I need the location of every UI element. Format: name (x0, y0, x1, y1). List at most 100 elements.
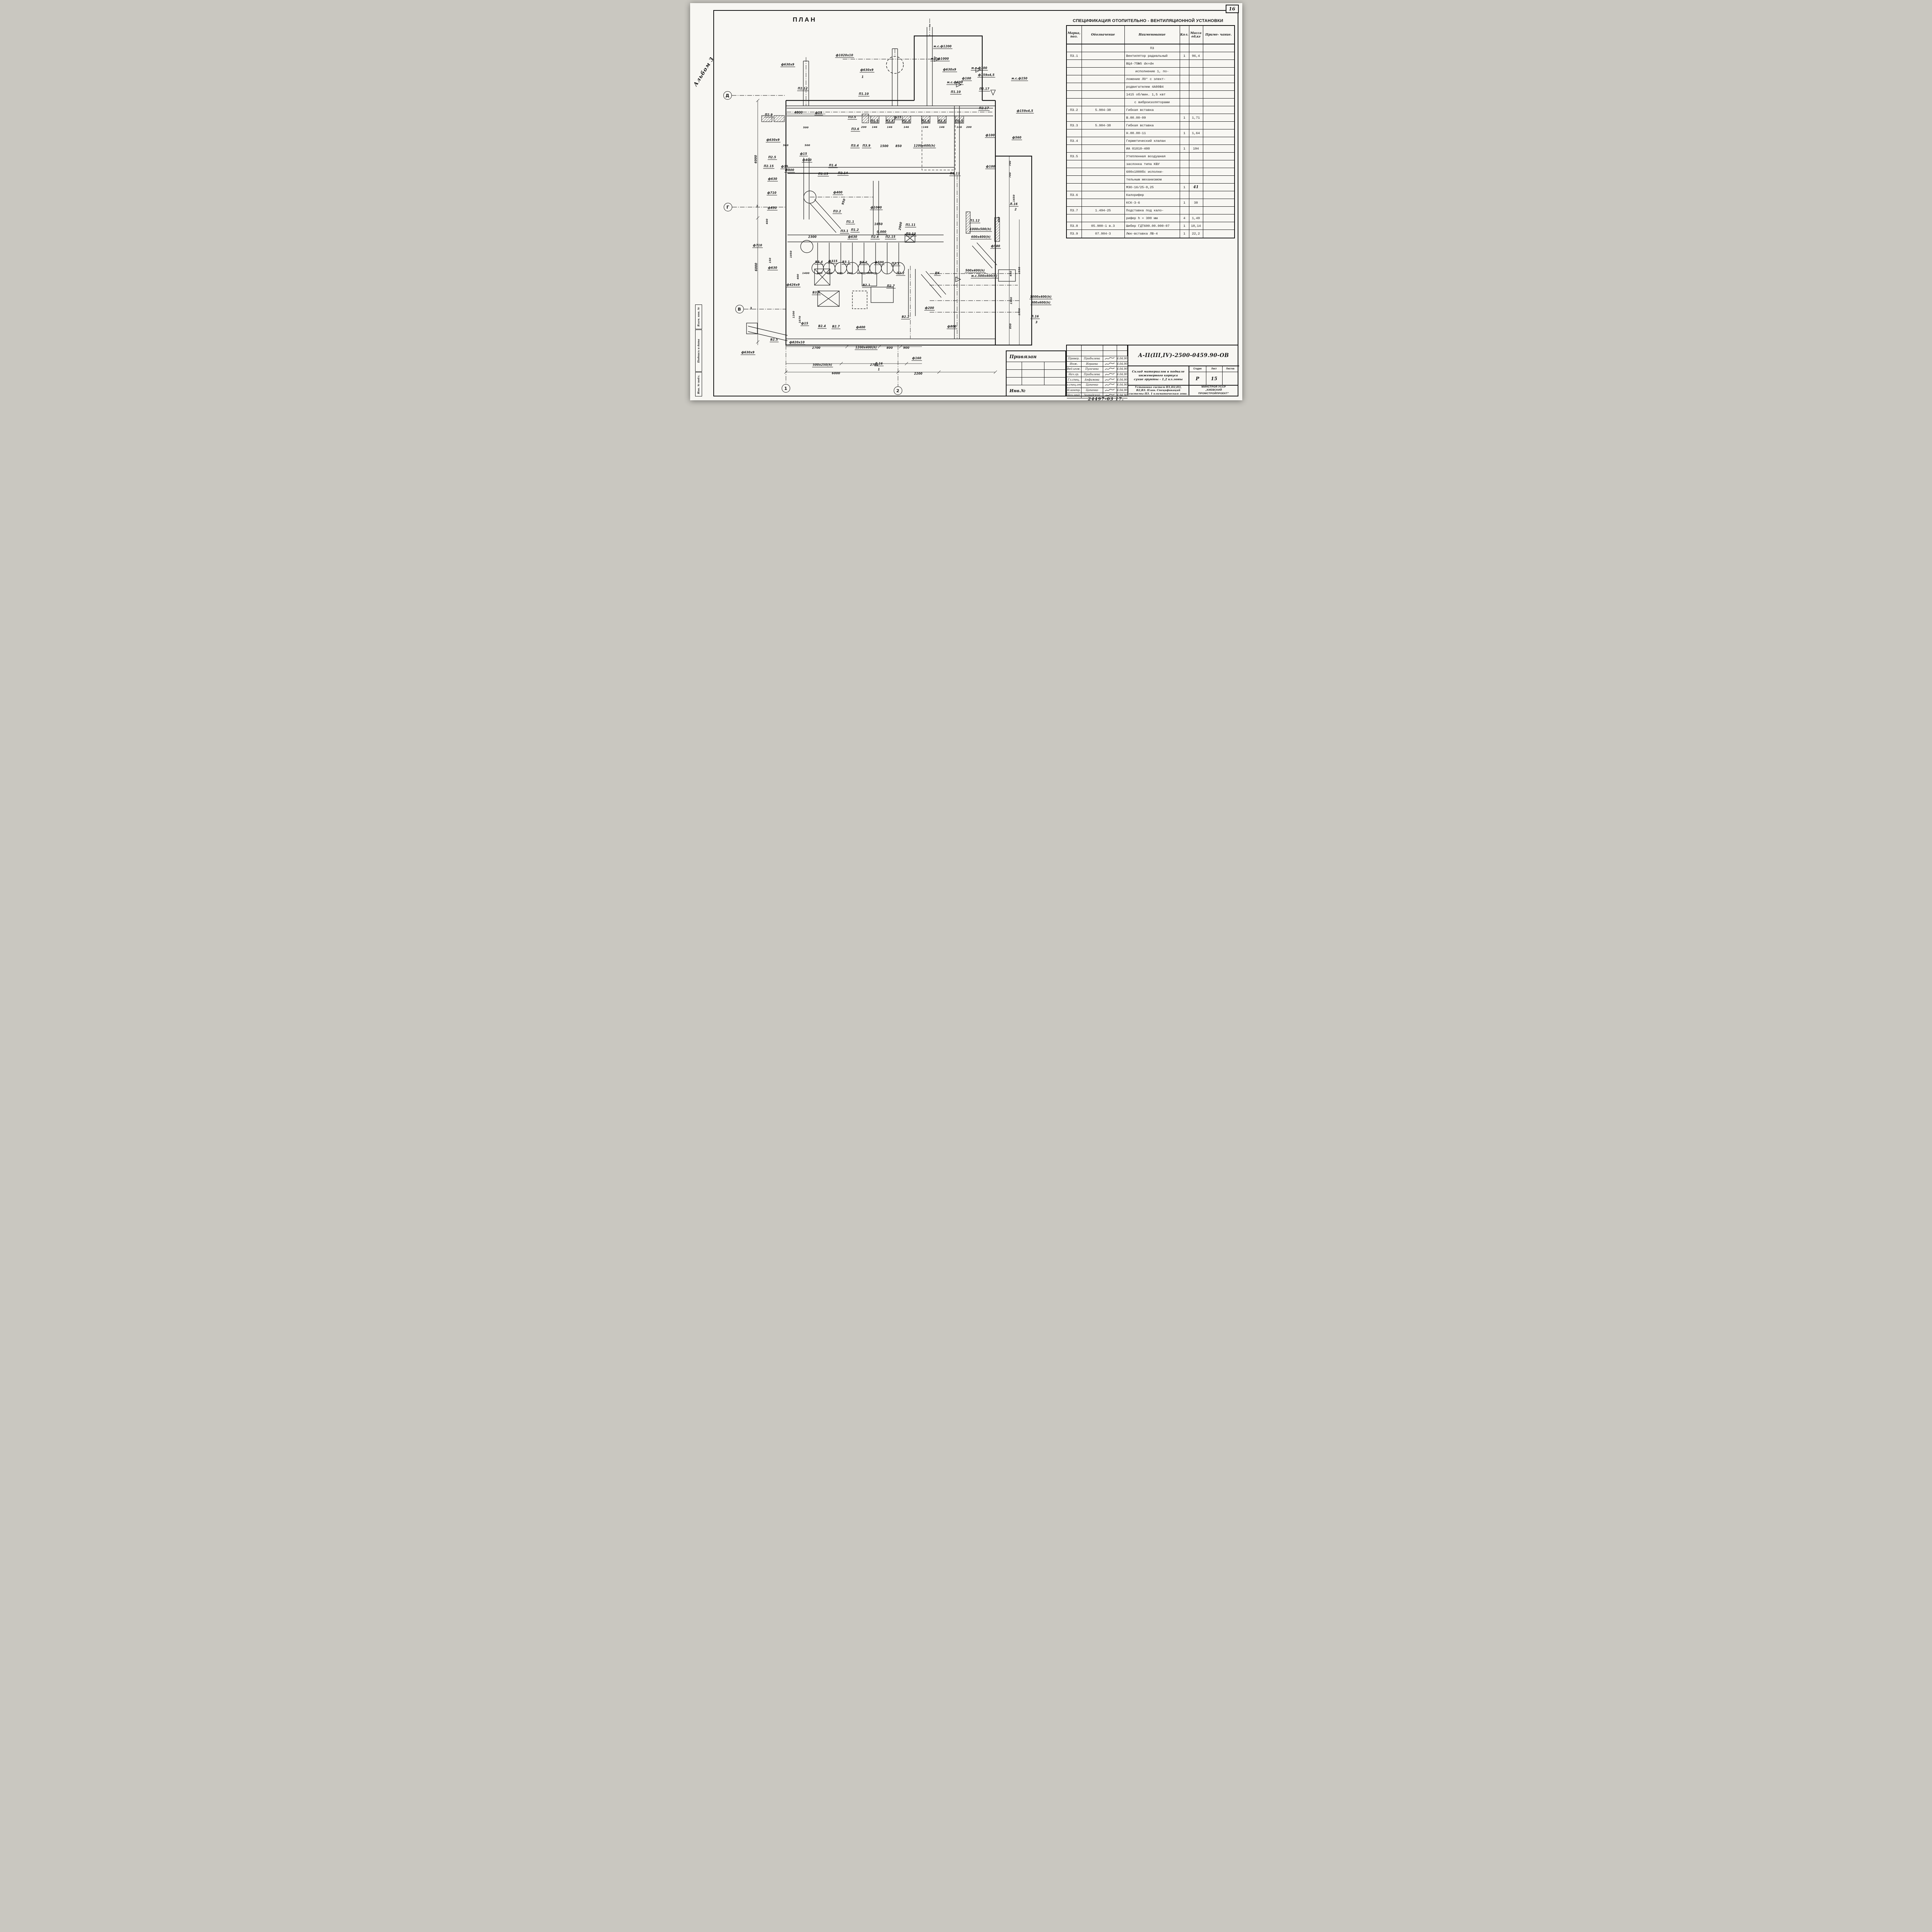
spec-cell-k (1180, 68, 1189, 75)
plan-label: ф400 (801, 158, 813, 163)
spec-cell-m (1066, 129, 1082, 137)
spec-cell-n: Калорифер (1124, 191, 1180, 199)
spec-cell-p (1203, 44, 1234, 52)
spec-cell-p (1203, 114, 1234, 122)
approval-date: 6.04.90 (1117, 362, 1128, 366)
approval-date: 6.04.90 (1117, 383, 1128, 387)
spec-col-ref: Обозначение (1082, 26, 1125, 44)
spec-cell-w (1189, 176, 1203, 184)
spec-cell-n: Вентилятор радиальный (1124, 52, 1180, 60)
spec-cell-p (1203, 68, 1234, 75)
spec-cell-n: Утепленная воздушная (1124, 153, 1180, 160)
spec-cell-o (1082, 176, 1125, 184)
spec-col-note: Приме- чание. (1205, 32, 1232, 37)
plan-label: 2200 (914, 372, 923, 376)
spec-cell-k: 1 (1180, 199, 1189, 207)
spec-cell-p (1203, 91, 1234, 99)
spec-cell-n: ВЦ4-75№5 dк=dн (1124, 60, 1180, 68)
spec-cell-n: ПЗ (1124, 44, 1180, 52)
spec-cell-w (1189, 99, 1203, 106)
plan-label: м.с.ф1000 (930, 57, 950, 61)
side-stamp-label: Инв. № подл. (697, 374, 700, 394)
spec-cell-w (1189, 153, 1203, 160)
content-line: В2,В3. План. Спецификаций (1136, 389, 1180, 392)
plan-label: ф500 (874, 260, 885, 265)
plan-label: ф1020х10 (835, 53, 854, 58)
spec-cell-w (1189, 191, 1203, 199)
axis-marker-Г: Г (723, 203, 732, 211)
attached-block: Привязан Инв.№ (1005, 350, 1066, 396)
spec-cell-o: 1.494-25 (1082, 207, 1125, 214)
plan-label: П2.9 (764, 113, 774, 117)
spec-cell-o (1082, 129, 1125, 137)
plan-label: ПЗ.6 (850, 127, 860, 132)
spec-cell-k (1180, 99, 1189, 106)
spec-cell-n: Н.00.00-11 (1124, 129, 1180, 137)
plan-label: ф630 (767, 206, 778, 211)
plan-label: П1.4 (828, 163, 838, 168)
spec-cell-m: ПЗ.7 (1066, 207, 1082, 214)
plan-label: 3 (750, 306, 752, 310)
spec-cell-m: ПЗ.4 (1066, 137, 1082, 145)
plan-label: 0.000 (876, 230, 887, 235)
plan-label: П2.6 (870, 235, 880, 240)
plan-label: 2300 (808, 235, 817, 239)
spec-cell-n: ложение ЛО° с элект- (1124, 75, 1180, 83)
plan-label: П1.10 (950, 90, 962, 95)
org-line: ПРОМСТРОЙПРОЕКТ" (1198, 392, 1229, 395)
approval-role: Нач.отд. (1067, 393, 1082, 398)
spec-cell-p (1203, 122, 1234, 129)
spec-cell-k (1180, 122, 1189, 129)
spec-cell-p (1203, 137, 1234, 145)
sheets-label: Листов (1226, 368, 1235, 370)
spec-cell-o (1082, 145, 1125, 153)
content-line: Установка систем П1,П2,П3, (1135, 386, 1182, 389)
spec-cell-k (1180, 160, 1189, 168)
document-number: А-II(III,IV)-2500-0459.90-ОВ (1127, 345, 1239, 366)
spec-cell-w (1189, 168, 1203, 176)
spec-cell-k: 1 (1180, 230, 1189, 238)
plan-label: 1000х500(h) (969, 227, 992, 232)
plan-label: В3.4 (814, 260, 824, 265)
plan-label: П1.2 (850, 228, 860, 233)
plan-label: 1500 (1009, 297, 1013, 304)
plan-label: 146 (956, 126, 962, 129)
spec-cell-m (1066, 145, 1082, 153)
plan-label: Л.16 (874, 362, 884, 366)
plan-label: ф400 (784, 168, 795, 173)
spec-cell-p (1203, 129, 1234, 137)
spec-cell-o: 5.904-38 (1082, 106, 1125, 114)
plan-label: В2.7 (831, 325, 841, 329)
spec-cell-w: 10,14 (1189, 222, 1203, 230)
plan-label: ф630 (767, 177, 778, 182)
plan-label: 1500 (880, 144, 889, 148)
plan-label: ПЗ.2 (832, 209, 842, 214)
spec-cell-o: 5.904-38 (1082, 122, 1125, 129)
plan-label: 1200х400(h) (854, 345, 878, 350)
spec-cell-n: рифер h = 300 мм (1124, 214, 1180, 222)
spec-cell-m (1066, 60, 1082, 68)
plan-label: 6000 (754, 263, 758, 271)
plan-label: ф800 (946, 325, 957, 329)
spec-cell-k (1180, 44, 1189, 52)
signature-icon (1103, 356, 1117, 361)
plan-label: П2.1 (891, 262, 900, 266)
plan-label: 850 (1009, 323, 1012, 329)
spec-cell-p (1203, 83, 1234, 91)
spec-row: ПЗ (1066, 44, 1234, 52)
spec-cell-o (1082, 91, 1125, 99)
approval-date: 6.04.90 (1117, 378, 1128, 381)
spec-cell-k (1180, 153, 1189, 160)
spec-cell-w (1189, 122, 1203, 129)
plan-label: 850 (895, 144, 902, 148)
stage-value: Р (1189, 372, 1206, 385)
plan-label: 1550 (1017, 267, 1021, 274)
spec-cell-n: Люк-вставка ЛВ-4 (1125, 230, 1180, 238)
spec-cell-m (1066, 91, 1082, 99)
